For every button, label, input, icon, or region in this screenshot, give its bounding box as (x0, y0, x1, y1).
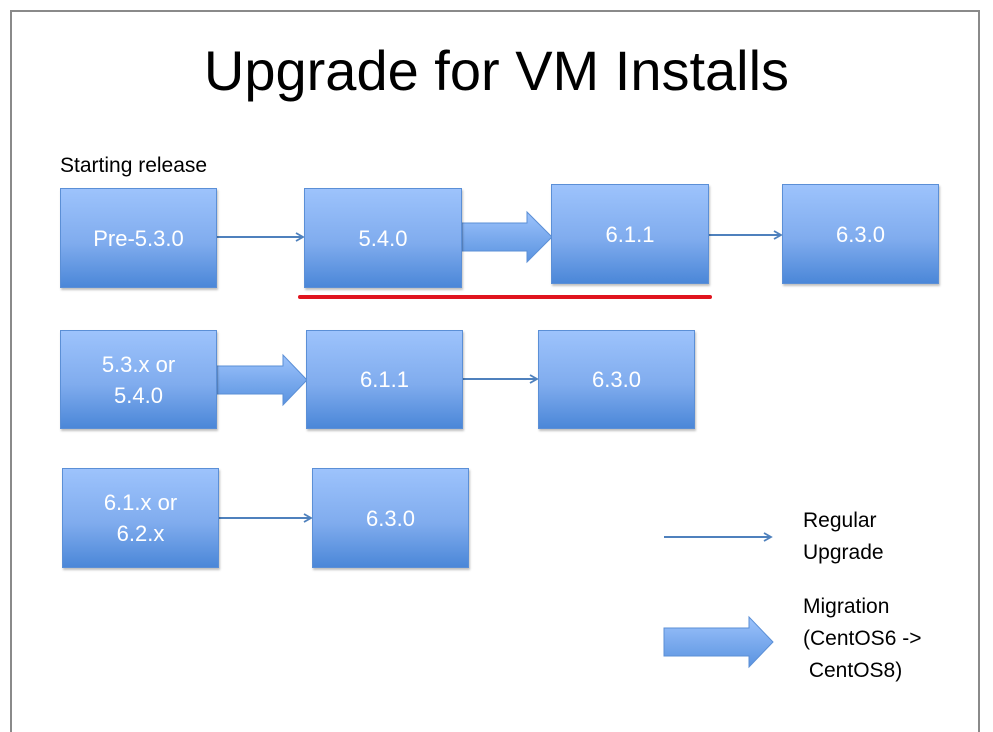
release-box-6-1-1: 6.1.1 (551, 184, 709, 284)
slide-title: Upgrade for VM Installs (203, 39, 790, 102)
legend-regular-label: Regular Upgrade (803, 509, 884, 564)
release-box-6-3-0: 6.3.0 (538, 330, 695, 429)
migration-arrow (461, 210, 553, 264)
release-box-pre-5-3-0: Pre-5.3.0 (60, 188, 217, 288)
release-box-5-3-x-or-5-4-0: 5.3.x or 5.4.0 (60, 330, 217, 429)
legend-migration-arrow-icon (663, 615, 774, 669)
release-box-6-3-0: 6.3.0 (312, 468, 469, 568)
starting-release-label: Starting release (60, 154, 208, 177)
legend-migration-label: Migration (CentOS6 -> CentOS8) (803, 595, 922, 682)
release-box-6-3-0: 6.3.0 (782, 184, 939, 284)
migration-arrow (216, 353, 308, 407)
arrows-layer (216, 210, 783, 669)
release-box-5-4-0: 5.4.0 (304, 188, 462, 288)
release-box-6-1-x-or-6-2-x: 6.1.x or 6.2.x (62, 468, 219, 568)
release-box-6-1-1: 6.1.1 (306, 330, 463, 429)
